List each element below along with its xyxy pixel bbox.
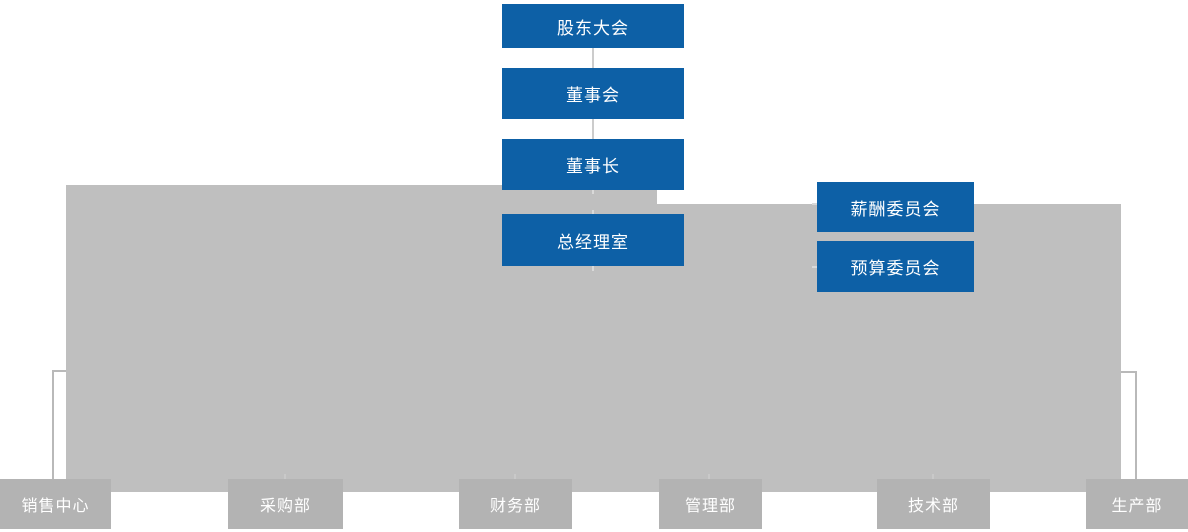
dept-node-production: 生产部	[1086, 479, 1188, 529]
org-node-compensation-committee: 薪酬委员会	[817, 182, 974, 232]
connector-compensation-stub	[812, 203, 817, 205]
dept-node-technology: 技术部	[877, 479, 990, 529]
org-node-chairman: 董事长	[502, 139, 684, 190]
connector-left-horizontal	[52, 370, 66, 372]
dept-node-sales-center: 销售中心	[0, 479, 111, 529]
connector-right-horizontal	[1121, 371, 1137, 373]
connector-budget-stub	[812, 266, 817, 268]
connector-chairman-gmoffice-tick-bottom	[592, 210, 594, 214]
connector-shareholders-board	[592, 48, 594, 68]
org-node-board-of-directors: 董事会	[502, 68, 684, 119]
connector-technology-tick	[932, 474, 934, 479]
org-node-gm-office: 总经理室	[502, 214, 684, 266]
connector-board-chairman	[592, 119, 594, 139]
connector-procurement-tick	[284, 474, 286, 479]
connector-finance-tick	[514, 474, 516, 479]
dept-node-finance: 财务部	[459, 479, 572, 529]
dept-node-procurement: 采购部	[228, 479, 343, 529]
org-node-shareholders-meeting: 股东大会	[502, 4, 684, 48]
dept-node-management: 管理部	[659, 479, 762, 529]
connector-right-vertical	[1135, 371, 1137, 479]
connector-chairman-gmoffice-tick-top	[592, 190, 594, 194]
org-node-budget-committee: 预算委员会	[817, 241, 974, 292]
connector-management-tick	[708, 474, 710, 479]
connector-left-vertical	[52, 370, 54, 479]
connector-gmoffice-down-tick	[592, 266, 594, 271]
